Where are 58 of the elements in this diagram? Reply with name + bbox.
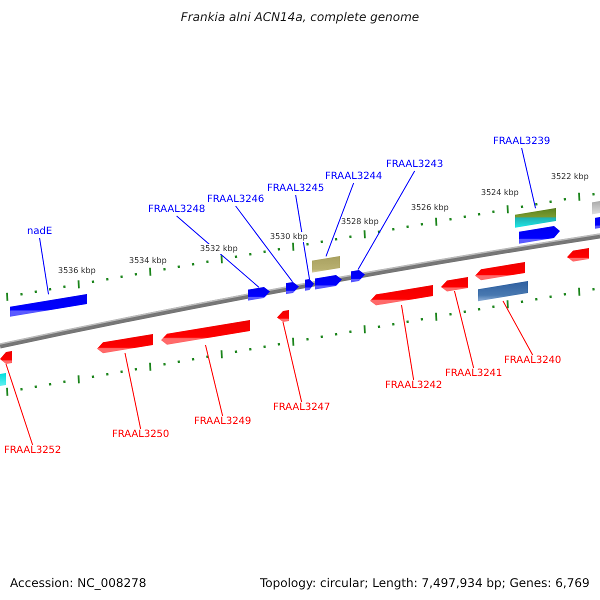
gene-feature (515, 208, 556, 228)
scale-label: 3532 kbp (200, 244, 238, 254)
title: Frankia alni ACN14a, complete genome (180, 10, 420, 24)
gene-feature (10, 294, 87, 317)
gene-feature (595, 217, 600, 229)
gene-feature (441, 276, 468, 291)
leader-line (295, 194, 310, 280)
gene-feature (248, 287, 270, 301)
leader-line (39, 238, 49, 295)
footer-text: Topology: circular; Length: 7,497,934 bp; Genes: 6,769 (260, 576, 590, 590)
leader-line (454, 290, 474, 368)
gene-label: FRAAL3252 (4, 445, 62, 457)
gene-feature (286, 282, 299, 294)
gene-label: FRAAL3242 (385, 380, 442, 392)
gene-feature (567, 248, 589, 262)
gene-label: FRAAL3241 (445, 368, 502, 380)
gene-label: FRAAL3245 (267, 183, 324, 195)
footer-text: Accession: NC_008278 (10, 576, 146, 590)
gene-feature (161, 320, 250, 345)
scale-label: 3522 kbp (551, 172, 589, 182)
gene-label: FRAAL3244 (325, 171, 382, 183)
gene-feature (475, 262, 525, 280)
gene-feature (519, 226, 560, 244)
leader-line (6, 364, 34, 446)
scale-label: 3534 kbp (129, 256, 167, 266)
gene-feature (277, 310, 289, 322)
scale-label: 3524 kbp (481, 188, 519, 198)
gene-feature (312, 256, 340, 273)
gene-feature (0, 373, 6, 386)
leader-line (502, 300, 534, 356)
gene-feature (97, 334, 153, 353)
gene-label: FRAAL3246 (207, 194, 264, 206)
gene-feature (478, 280, 528, 301)
gene-label: FRAAL3247 (273, 402, 330, 414)
scale-label: 3528 kbp (341, 217, 379, 227)
gene-label: FRAAL3249 (194, 416, 252, 428)
gene-feature (351, 270, 365, 282)
leader-line (205, 344, 224, 416)
gene-label: nadE (27, 226, 52, 238)
gene-label: FRAAL3250 (112, 429, 170, 441)
gene-feature (592, 200, 600, 214)
gene-label: FRAAL3240 (504, 355, 562, 367)
leader-line (124, 352, 142, 430)
leader-line (521, 148, 536, 209)
scale-label: 3530 kbp (270, 232, 308, 242)
gene-feature (370, 284, 433, 305)
leader-line (326, 182, 354, 257)
leader-line (358, 170, 416, 270)
gene-label: FRAAL3248 (148, 204, 206, 216)
leader-line (176, 216, 260, 288)
scale-label: 3526 kbp (411, 203, 449, 213)
leader-line (235, 206, 293, 282)
leader-line (282, 322, 302, 402)
leader-line (401, 304, 414, 380)
gene-feature (0, 351, 12, 364)
scale-label: 3536 kbp (58, 266, 96, 276)
gene-label: FRAAL3239 (493, 136, 550, 148)
gene-label: FRAAL3243 (386, 159, 444, 171)
